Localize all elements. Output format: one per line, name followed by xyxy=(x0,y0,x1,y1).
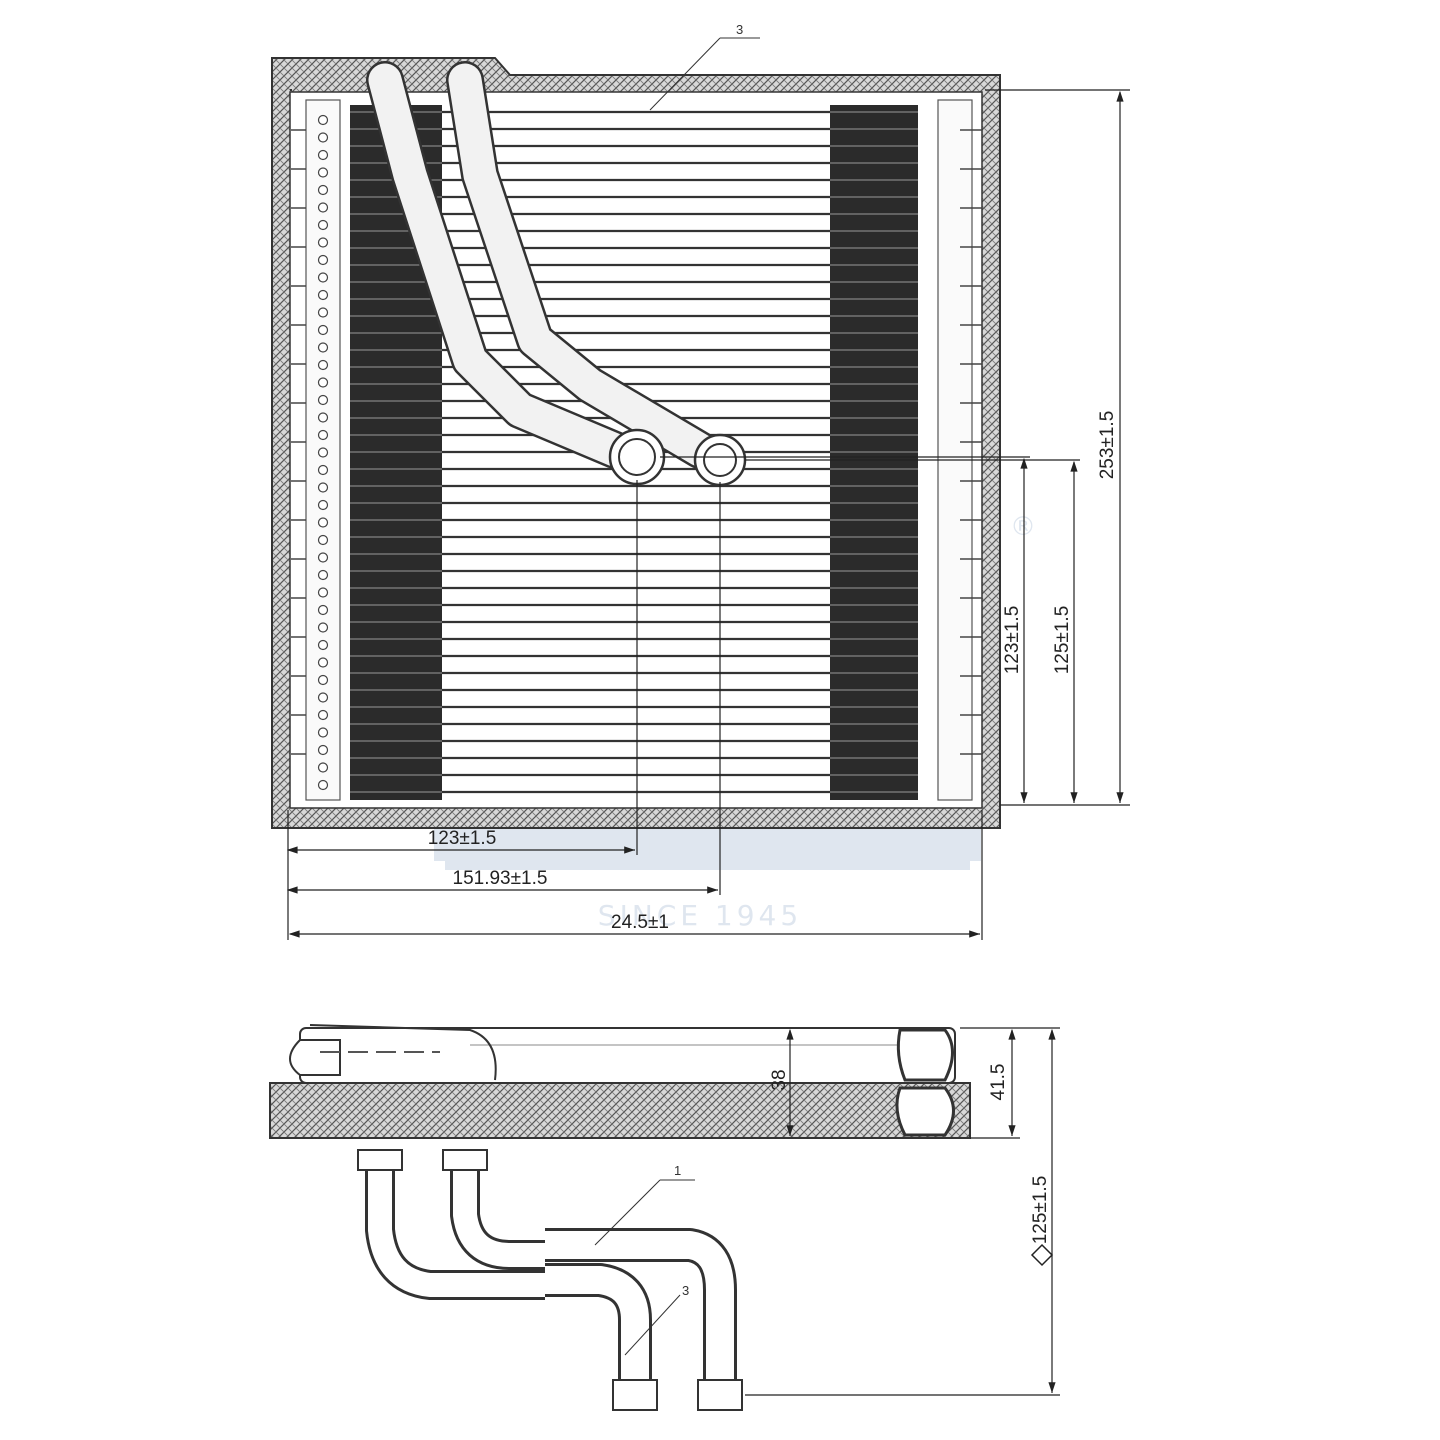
tank-dot xyxy=(317,359,329,371)
tank-dot xyxy=(317,517,329,528)
left-side-ticks xyxy=(291,129,306,755)
pipe-loop-top xyxy=(309,1024,497,1081)
tank-dot xyxy=(317,622,329,633)
fitting-inlet xyxy=(608,428,666,486)
tank-dot xyxy=(317,709,329,721)
dim-inlet-height-value: 123±1.5 xyxy=(1002,606,1023,675)
dim-pipe-length: 125±1.5 xyxy=(745,1027,1060,1396)
core-bar xyxy=(269,1082,971,1139)
top-view: 3 123±1.5 151.93±1.5 24.5±1 253±1.5 xyxy=(271,22,1130,940)
tank-dot xyxy=(317,412,329,423)
watermark-brand: SPECIAL PARTS xyxy=(519,822,898,868)
tank-dot xyxy=(317,482,329,493)
dim-overall-height: 253±1.5 xyxy=(985,89,1130,806)
dim-overall-width: 24.5±1 xyxy=(287,810,983,940)
side-view: 1 3 38 41.5 125±1.5 xyxy=(269,1024,1060,1411)
dim-tank-depth-value: 41.5 xyxy=(988,1064,1009,1101)
tank-dot xyxy=(317,569,329,581)
collar-2 xyxy=(442,1149,488,1171)
inlet-pipes xyxy=(366,61,719,469)
datum-diamond-icon xyxy=(1030,1243,1054,1267)
tank-dot xyxy=(317,429,329,441)
tank-dot xyxy=(317,254,329,266)
callout-3-leader xyxy=(649,37,721,111)
tank-dot xyxy=(317,184,329,196)
dim-overall-width-value: 24.5±1 xyxy=(611,912,669,933)
tank-dot xyxy=(317,342,329,353)
tank-dot xyxy=(317,447,329,458)
pipe-outlet-inner xyxy=(448,63,717,467)
outlet-stub-2 xyxy=(697,1379,743,1411)
tank-dot xyxy=(317,552,329,563)
dim-inlet-x: 123±1.5 xyxy=(286,480,638,855)
tank-dot xyxy=(317,744,329,756)
tank-dot xyxy=(317,114,329,126)
dim-pipe-length-value: 125±1.5 xyxy=(1030,1176,1051,1245)
callout-1-leader xyxy=(594,1179,661,1246)
tank-dot xyxy=(317,499,329,511)
end-cap-lower xyxy=(895,1086,955,1137)
right-side-ticks xyxy=(960,129,982,755)
tank-dot xyxy=(317,202,329,213)
dim-outlet-x-value: 151.93±1.5 xyxy=(453,868,548,889)
tank-dot xyxy=(317,587,329,598)
dim-core-depth-value: 38 xyxy=(769,1069,790,1090)
tank-dot xyxy=(317,149,329,161)
dim-outlet-height-value: 125±1.5 xyxy=(1052,606,1073,675)
tank-dot xyxy=(317,639,329,651)
tank-dot xyxy=(317,692,329,703)
tank-dot xyxy=(317,762,329,773)
tank-dot xyxy=(317,272,329,283)
tank-dot xyxy=(317,167,329,178)
tank-dot xyxy=(317,377,329,388)
callout-3b-leader xyxy=(624,1294,681,1356)
tank-dot xyxy=(317,534,329,546)
watermark-since: SINCE 1945 xyxy=(598,899,802,932)
tank-dot xyxy=(317,464,329,476)
callout-1-label: 1 xyxy=(674,1163,681,1178)
tank-dot xyxy=(317,132,329,143)
tank-dot xyxy=(317,289,329,301)
tank-dot xyxy=(317,657,329,668)
tank-dot xyxy=(317,779,329,791)
dim-outlet-height: 125±1.5 xyxy=(745,459,1080,803)
dim-inlet-x-value: 123±1.5 xyxy=(428,828,497,849)
fitting-outlet xyxy=(693,433,747,487)
callout-3b-label: 3 xyxy=(682,1283,689,1298)
end-cap-upper xyxy=(896,1028,954,1082)
core-tubes xyxy=(350,110,918,794)
dim-overall-height-value: 253±1.5 xyxy=(1097,411,1118,480)
dim-inlet-height: 123±1.5 xyxy=(660,456,1030,803)
left-tank-dots xyxy=(317,114,329,791)
tank-dot xyxy=(317,727,329,738)
tank-dot xyxy=(317,324,329,336)
tank-dot xyxy=(317,307,329,318)
tank-dot xyxy=(317,219,329,231)
upper-tank xyxy=(299,1027,956,1084)
collar-1 xyxy=(357,1149,403,1171)
tank-dot xyxy=(317,394,329,406)
down-pipes xyxy=(365,1150,737,1395)
tank-dot xyxy=(317,237,329,248)
tank-dot xyxy=(317,604,329,616)
pipe-inlet-inner xyxy=(368,63,632,467)
watermark-registered: ® xyxy=(1010,512,1036,542)
pipe-loop-left xyxy=(289,1039,341,1076)
tank-dot xyxy=(317,674,329,686)
dim-core-depth: 38 xyxy=(769,1028,794,1136)
right-tank xyxy=(937,99,973,801)
dim-outlet-x: 151.93±1.5 xyxy=(286,482,721,895)
callout-3-label: 3 xyxy=(736,22,743,37)
outlet-stub-1 xyxy=(612,1379,658,1411)
dim-tank-depth: 41.5 xyxy=(960,1027,1020,1139)
